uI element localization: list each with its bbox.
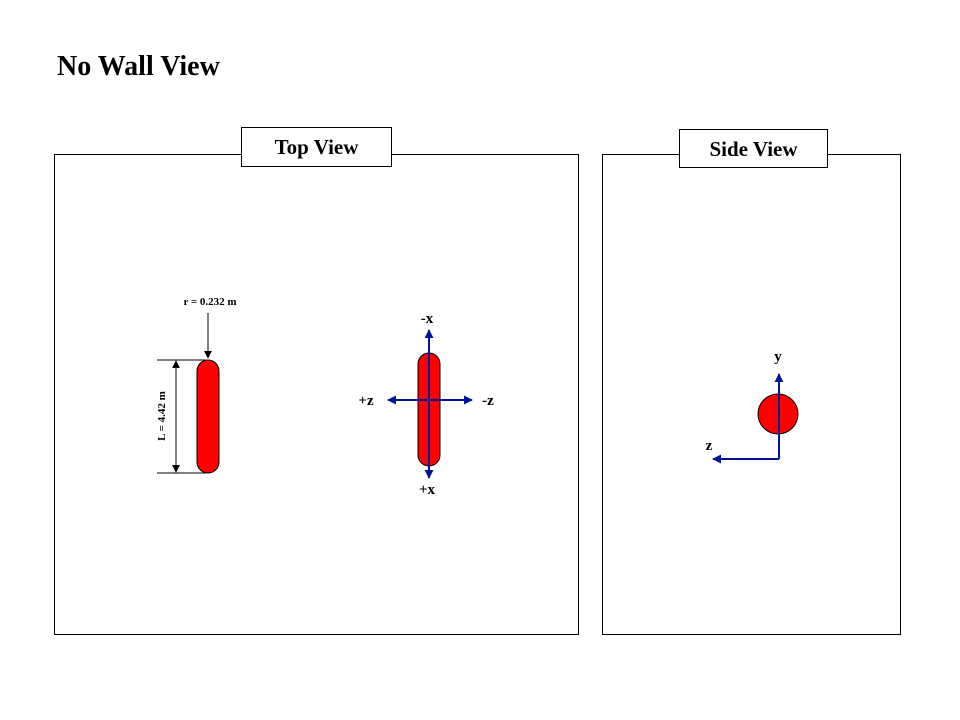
pos-z-label: +z [358,393,374,409]
top-view-panel [54,154,579,635]
side-view-panel [602,154,901,635]
neg-x-label: -x [421,311,434,327]
z-axis-label: z [706,438,713,454]
cylinder-body [196,359,220,474]
dimensioned-cylinder: r = 0.232 m L = 4.42 m [156,296,237,474]
side-view-diagram: y z [706,349,799,464]
neg-z-label: -z [482,393,494,409]
y-axis-label: y [774,349,782,365]
top-view-label: Top View [241,127,392,167]
radius-label: r = 0.232 m [183,296,236,308]
length-label: L = 4.42 m [156,391,168,441]
page-title: No Wall View [57,51,220,82]
axis-cylinder: -x +x +z -z [358,311,494,498]
side-view-label: Side View [679,129,828,168]
pos-x-label: +x [419,482,436,498]
